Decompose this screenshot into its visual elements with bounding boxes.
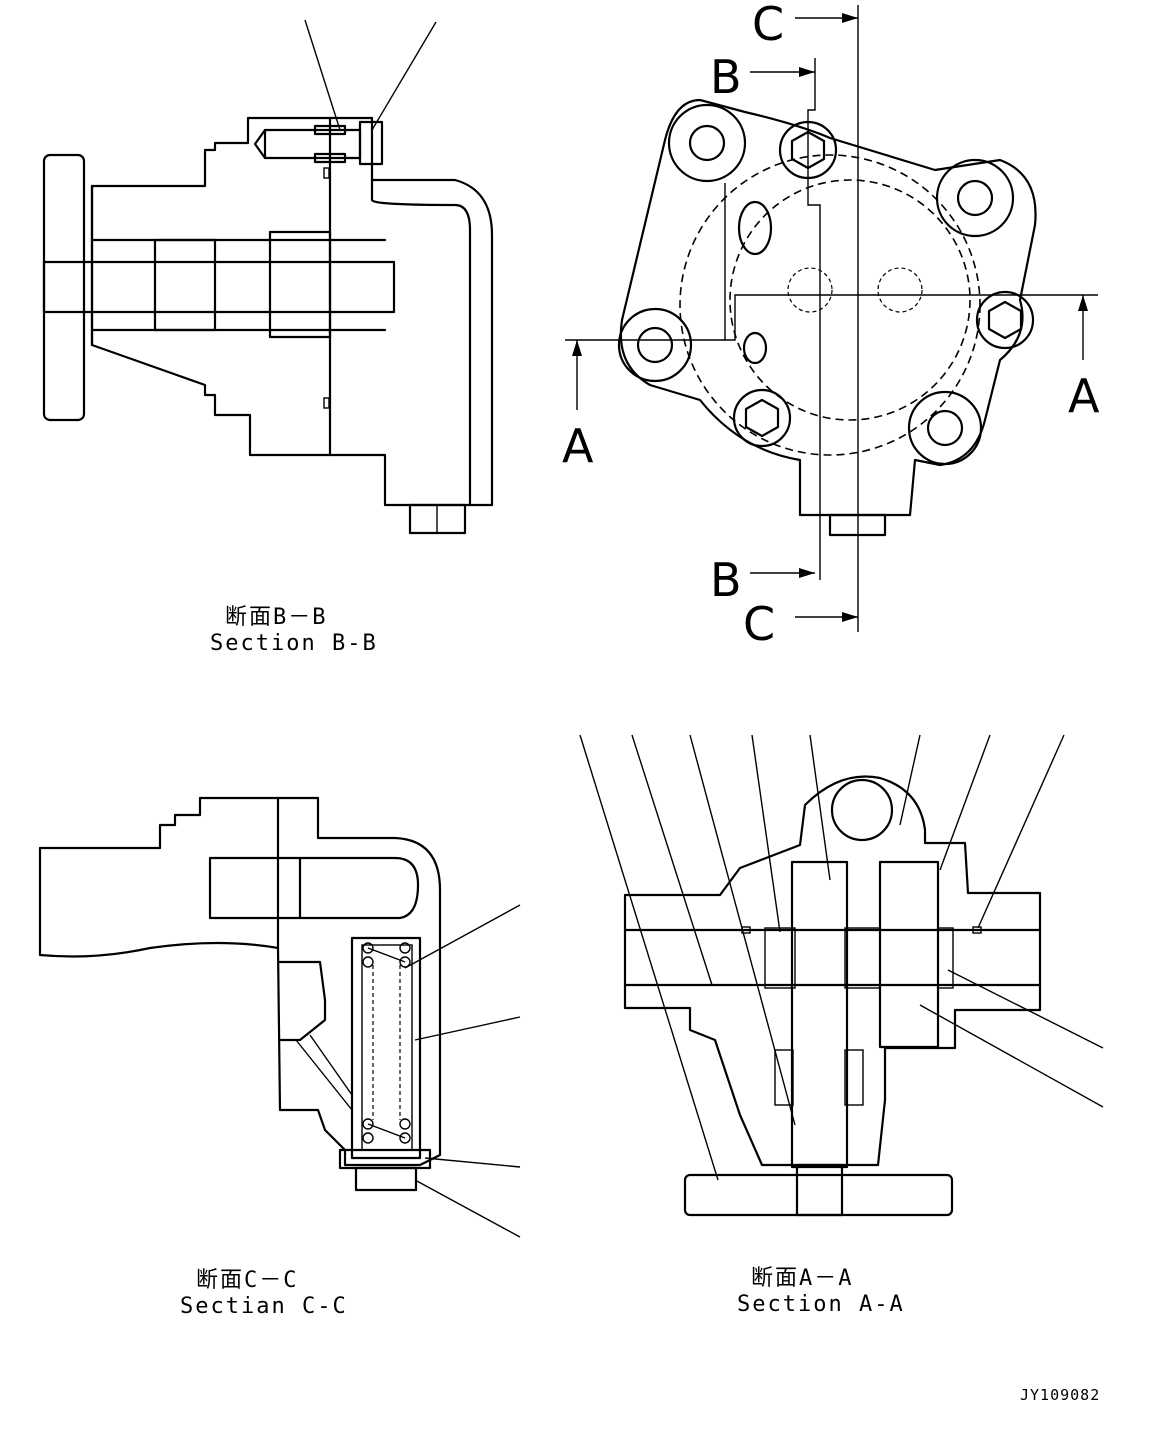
section-bb-view: 断面B－B Section B-B <box>42 19 494 656</box>
drawing-code: JY109082 <box>1020 1386 1100 1404</box>
section-aa-view: 断面A－A Section A-A <box>579 734 1104 1317</box>
cut-marker-c-top: C <box>752 0 784 51</box>
section-cc-title-jp: 断面C－C <box>196 1268 299 1293</box>
section-cc-view: 断面C－C Sectian C-C <box>38 796 521 1319</box>
cut-marker-b-bottom: B <box>710 553 742 607</box>
cut-marker-a-right: A <box>1068 369 1100 423</box>
cut-marker-a-left: A <box>562 419 594 473</box>
front-view: C C B B A A <box>562 0 1100 651</box>
section-cc-title-en: Sectian C-C <box>180 1294 348 1319</box>
section-aa-title-jp: 断面A－A <box>751 1266 854 1291</box>
cut-marker-b-top: B <box>710 50 742 104</box>
section-aa-title-en: Section A-A <box>737 1292 905 1317</box>
section-bb-title-jp: 断面B－B <box>225 605 328 630</box>
cut-marker-c-bottom: C <box>743 597 775 651</box>
section-bb-title-en: Section B-B <box>210 631 378 656</box>
